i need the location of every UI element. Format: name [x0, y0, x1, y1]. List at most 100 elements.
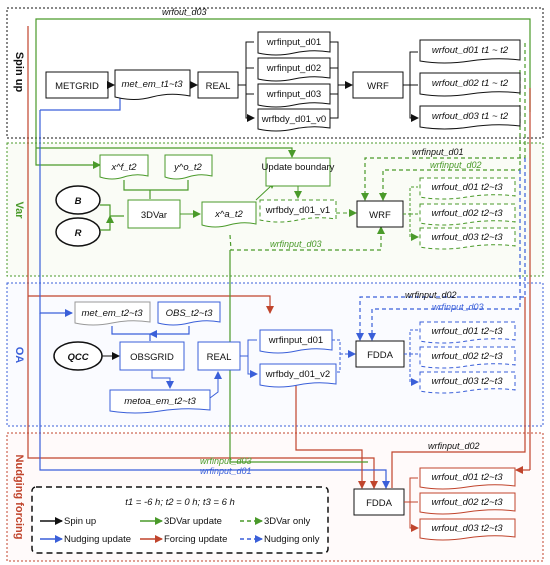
- spinup-wrfinput-d01-doc: [257, 31, 331, 56]
- label-var-wrfinput-d01: wrfinput_d01: [412, 147, 464, 157]
- spinup-wrfout-d02-doc: [419, 72, 521, 97]
- var-wrfout-d01-doc: [419, 177, 516, 200]
- var-wrfbdy-v1-label: wrfbdy_d01_v1: [265, 205, 330, 216]
- label-nudging-wrfinput-d02: wrfinput_d02: [428, 441, 480, 451]
- legend-box: [31, 486, 329, 554]
- connector-left-green-update: [36, 147, 296, 158]
- metgrid-label: METGRID: [55, 81, 99, 92]
- label-oa-wrfinput-d02: wrfinput_d02: [405, 290, 457, 300]
- legend-nudging-only: Nudging only: [264, 534, 320, 545]
- connector-red-wrfinput-oa: [295, 368, 366, 489]
- nudging-wrfout-d03-label: wrfout_d03 t2~t3: [431, 523, 503, 534]
- spinup-wrfout-d03-label: wrfout_d03 t1 ~ t2: [432, 111, 509, 122]
- spinup-wrfout-d01-doc: [419, 39, 521, 64]
- var-wrfout-d02-doc: [419, 203, 516, 226]
- oa-fdda-label: FDDA: [367, 350, 394, 361]
- oa-wrfinput-d01-label: wrfinput_d01: [268, 335, 323, 346]
- legend-var-only: 3DVar only: [264, 516, 311, 527]
- oa-metoa-label: metoa_em_t2~t3: [124, 396, 196, 407]
- panel-label-var: Var: [13, 201, 25, 219]
- nudging-wrfout-d01-label: wrfout_d01 t2~t3: [431, 472, 503, 483]
- panel-label-spinup: Spin up: [13, 52, 25, 93]
- oa-met-em-doc: [74, 301, 151, 326]
- spinup-wrfbdy-label: wrfbdy_d01_v0: [261, 114, 326, 125]
- spinup-real-label: REAL: [206, 81, 231, 92]
- bracket-to-fdda: [332, 339, 355, 373]
- oa-wrfout-d02-label: wrfout_d02 t2~t3: [431, 351, 503, 362]
- legend-times: t1 = -6 h; t2 = 0 h; t3 = 6 h: [125, 497, 235, 508]
- connector-blue-wrfinput-d02: [356, 158, 526, 341]
- nudging-wrfout-d02-label: wrfout_d02 t2~t3: [431, 497, 503, 508]
- update-boundary-line: Update boundary: [262, 162, 335, 173]
- var-b-ellipse: [55, 185, 101, 215]
- bracket-nudging-outputs: [404, 477, 418, 528]
- arrow-obsgrid-metoa: [151, 370, 174, 389]
- connector-blue-wrfinput-d03: [368, 170, 521, 341]
- arrow-metoa-real: [209, 371, 222, 399]
- var-wrfbdy-v1-doc: [259, 199, 337, 223]
- panel-label-oa: OA: [13, 347, 25, 364]
- label-oa-wrfinput-d03: wrfinput_d03: [432, 302, 484, 312]
- spinup-wrfinput-d02-label: wrfinput_d02: [266, 63, 321, 74]
- label-wrfout-d03-top: wrfout_d03: [162, 7, 207, 17]
- oa-obs-label: OBS_t2~t3: [166, 308, 213, 319]
- var-wrfout-d03-doc: [419, 227, 516, 250]
- var-update-boundary-label: Update boundary: [262, 162, 335, 173]
- var-wrfout-d01-label: wrfout_d01 t2~t3: [431, 182, 503, 193]
- oa-wrfbdy-v2-doc: [259, 363, 337, 388]
- connector-red-oa: [28, 295, 274, 314]
- var-xf-doc: [99, 154, 149, 180]
- var-yo-label: y^o_t2: [173, 162, 202, 173]
- spinup-wrfinput-d01-label: wrfinput_d01: [266, 37, 321, 48]
- var-3dvar-label: 3DVar: [141, 210, 167, 221]
- spinup-wrfinput-d03-doc: [257, 83, 331, 108]
- label-var-wrfinput-d02: wrfinput_d02: [430, 160, 482, 170]
- oa-metoa-doc: [109, 389, 211, 414]
- panel-label-nudging: Nudging forcing: [13, 455, 25, 540]
- bracket-oa-real-outputs: [240, 339, 257, 374]
- oa-wrfbdy-v2-label: wrfbdy_d01_v2: [265, 369, 330, 380]
- spinup-wrfbdy-doc: [257, 108, 331, 132]
- arrow-oa-inputs: [111, 326, 190, 341]
- var-xf-label: x^f_t2: [110, 162, 137, 173]
- var-wrfout-d02-label: wrfout_d02 t2~t3: [431, 208, 503, 219]
- var-r-label: R: [75, 228, 82, 239]
- met-em-label: met_em_t1~t3: [122, 79, 184, 90]
- oa-wrfout-d03-doc: [419, 371, 516, 394]
- var-r-ellipse: [55, 217, 101, 247]
- bracket-real-outputs: [238, 41, 254, 118]
- arrow-var-inputs: [100, 180, 189, 231]
- var-wrf-label: WRF: [369, 210, 391, 221]
- var-xa-label: x^a_t2: [214, 209, 243, 220]
- met-em-doc: [114, 69, 191, 100]
- oa-qcc-label: QCC: [67, 352, 88, 363]
- connector-blue-nudge-bottom: [39, 313, 390, 489]
- oa-obs-doc: [157, 301, 221, 326]
- spinup-wrfinput-d02-doc: [257, 57, 331, 82]
- label-nudging-wrfinput-d03: wrfinput_d03: [200, 456, 252, 466]
- nudging-wrfout-d03-doc: [419, 518, 516, 541]
- bracket-oa-fdda-outputs: [404, 329, 418, 382]
- spinup-real-box: [197, 71, 239, 99]
- connector-red-left: [27, 26, 378, 489]
- oa-real-label: REAL: [207, 352, 232, 363]
- spinup-wrf-box: [352, 71, 404, 99]
- var-update-boundary-box: [265, 157, 331, 187]
- bracket-var-wrf-outputs: [403, 186, 418, 237]
- spinup-wrfout-d02-label: wrfout_d02 t1 ~ t2: [432, 78, 509, 89]
- var-yo-doc: [164, 154, 213, 180]
- bracket-wrf-outputs: [403, 51, 418, 118]
- var-b-label: B: [75, 196, 82, 207]
- panel-spinup-frame: [6, 7, 544, 139]
- var-3dvar-box: [127, 199, 181, 229]
- oa-wrfout-d03-label: wrfout_d03 t2~t3: [431, 376, 503, 387]
- legend-var-update: 3DVar update: [164, 516, 222, 527]
- connector-wrfout-d03-loop: [35, 18, 531, 169]
- connector-green-wrfinput-d03: [229, 226, 385, 251]
- spinup-wrf-label: WRF: [367, 81, 389, 92]
- legend-nudging-update: Nudging update: [64, 534, 131, 545]
- label-nudging-wrfinput-d01: wrfinput_d01: [200, 466, 252, 476]
- nudging-fdda-label: FDDA: [366, 498, 393, 509]
- legend-spinup: Spin up: [64, 516, 96, 527]
